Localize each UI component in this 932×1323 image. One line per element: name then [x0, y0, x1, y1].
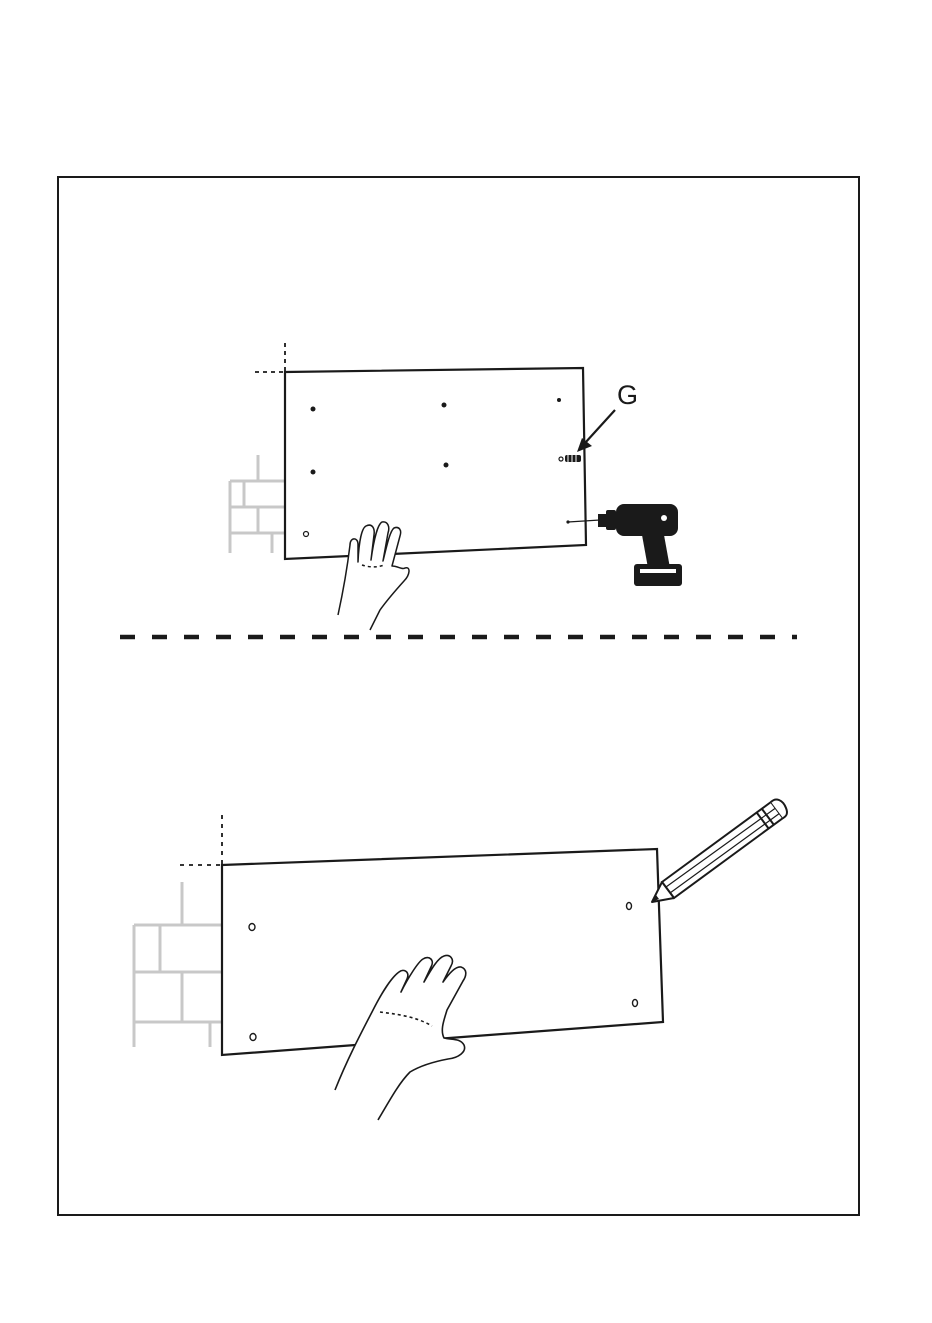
- alignment-guides: [180, 815, 272, 865]
- step-mark: [134, 800, 787, 1120]
- callout-label: G: [617, 380, 638, 410]
- callout-g: G: [577, 380, 638, 452]
- brick-wall-icon: [134, 882, 222, 1047]
- drill-icon: [598, 504, 682, 586]
- mirror-panel: [285, 368, 586, 559]
- alignment-guides: [255, 343, 312, 372]
- brick-wall-icon: [230, 455, 285, 553]
- step-drill: G: [230, 343, 682, 630]
- pencil-icon: [652, 800, 787, 902]
- anchor-plug-icon: [565, 455, 581, 462]
